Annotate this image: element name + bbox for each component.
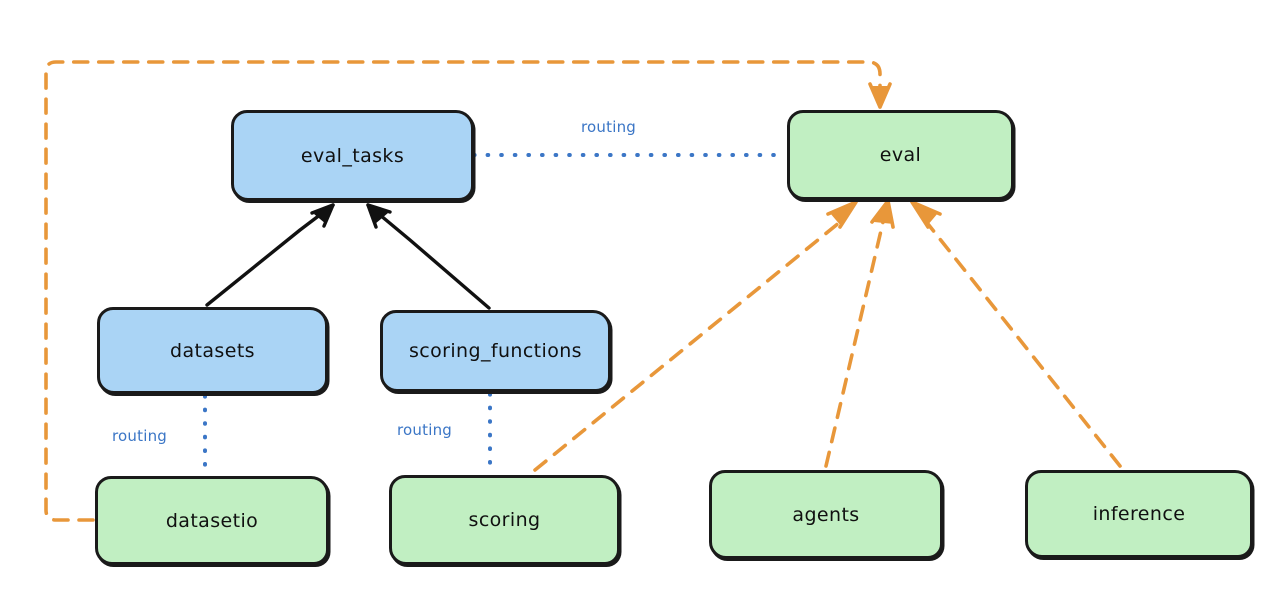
node-inference[interactable]: inference — [1025, 470, 1253, 558]
node-label-eval-tasks: eval_tasks — [300, 144, 405, 167]
edge-agents-to-eval — [824, 199, 895, 468]
edge-scoring-to-eval — [533, 200, 858, 472]
node-label-inference: inference — [1092, 503, 1186, 525]
node-scoring-functions[interactable]: scoring_functions — [380, 310, 611, 392]
node-eval-tasks[interactable]: eval_tasks — [231, 110, 474, 201]
edge-scoring_functions-to-eval_tasks — [366, 203, 491, 310]
edge-label-routing-eval-tasks-eval: routing — [581, 118, 636, 136]
node-agents[interactable]: agents — [709, 470, 943, 559]
node-label-datasetio: datasetio — [165, 509, 259, 532]
node-datasets[interactable]: datasets — [97, 307, 328, 394]
node-label-scoring: scoring — [468, 509, 541, 531]
node-scoring[interactable]: scoring — [389, 475, 620, 565]
edge-label-routing-scoring-functions-scoring: routing — [397, 421, 452, 439]
node-label-datasets: datasets — [170, 339, 255, 362]
edge-datasetio-to-eval — [44, 60, 892, 522]
node-label-eval: eval — [879, 144, 922, 166]
node-eval[interactable]: eval — [787, 110, 1014, 200]
edge-datasets-to-eval_tasks — [205, 203, 335, 307]
node-label-scoring-functions: scoring_functions — [409, 340, 582, 362]
edge-inference-to-eval — [910, 200, 1122, 468]
node-label-agents: agents — [792, 503, 860, 526]
node-datasetio[interactable]: datasetio — [95, 476, 329, 565]
edge-label-routing-datasets-datasetio: routing — [112, 427, 167, 445]
